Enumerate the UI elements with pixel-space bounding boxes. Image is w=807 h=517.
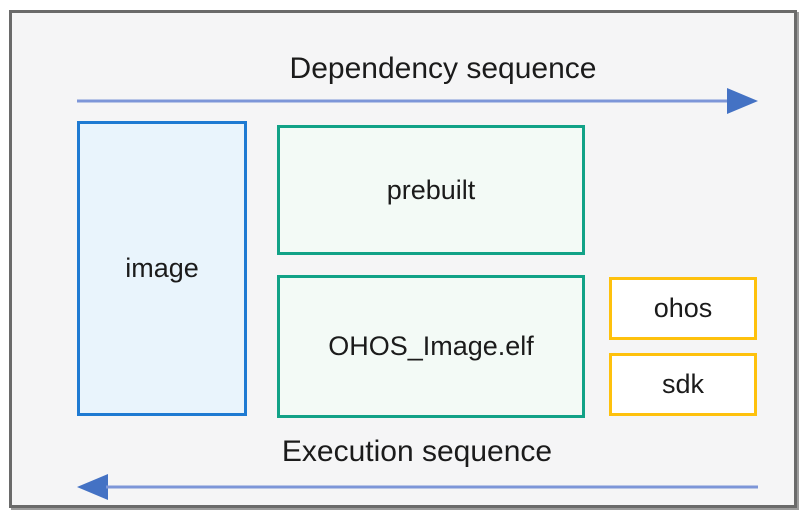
node-ohos-image-elf-label: OHOS_Image.elf xyxy=(328,331,534,361)
execution-sequence-label: Execution sequence xyxy=(281,435,553,468)
execution-arrow-left-icon xyxy=(77,474,758,500)
node-sdk-label: sdk xyxy=(661,369,705,399)
dependency-sequence-label: Dependency sequence xyxy=(289,52,597,85)
node-ohos: ohos xyxy=(609,277,757,340)
diagram-frame: Dependency sequence image prebuilt OHOS_… xyxy=(9,10,797,508)
node-ohos-label: ohos xyxy=(653,293,713,323)
dependency-arrow-right-icon xyxy=(77,88,758,114)
arrow-head xyxy=(727,88,758,114)
node-prebuilt-label: prebuilt xyxy=(386,174,476,205)
node-image: image xyxy=(77,121,247,416)
node-prebuilt: prebuilt xyxy=(277,125,585,255)
arrow-head xyxy=(77,474,108,500)
node-sdk: sdk xyxy=(609,353,757,416)
node-ohos-image-elf: OHOS_Image.elf xyxy=(277,275,585,418)
node-image-label: image xyxy=(125,253,199,283)
